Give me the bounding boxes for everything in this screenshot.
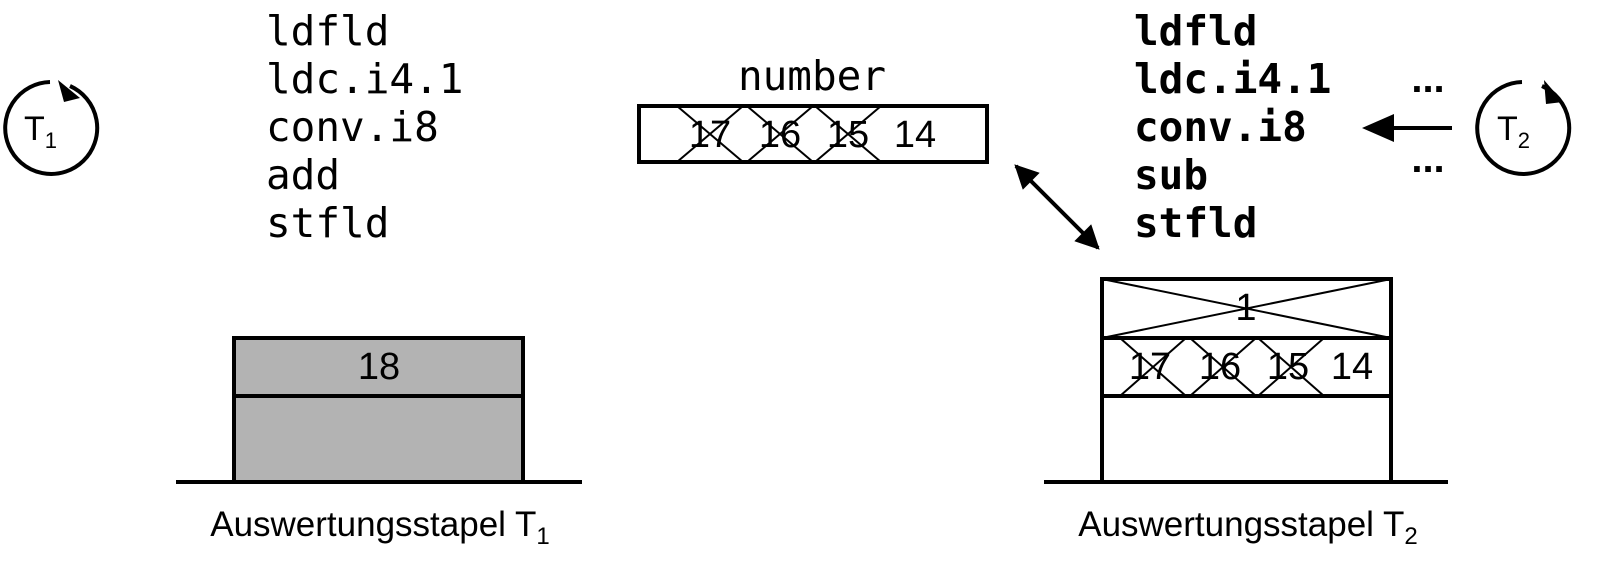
cross-line <box>676 105 744 163</box>
number-field-crosses <box>676 105 882 163</box>
cross-line <box>1189 337 1257 397</box>
cross-line <box>746 105 814 163</box>
stack-t2-value: 16 <box>1199 346 1241 388</box>
thread1-code-line: conv.i8 <box>266 103 439 151</box>
cross-line <box>814 105 882 163</box>
thread2-indicator: T2 <box>1475 80 1572 176</box>
stack-t2-value: 15 <box>1267 346 1309 388</box>
thread1-code-line: add <box>266 151 340 199</box>
stack-t2-value: 14 <box>1331 346 1373 388</box>
thread1-code-line: stfld <box>266 199 389 247</box>
thread2-cycle-arrow-icon <box>1475 80 1572 176</box>
thread2-code-line: ldfld <box>1134 7 1257 55</box>
stack-t1-top-value: 18 <box>358 346 400 388</box>
number-value: 17 <box>689 114 731 156</box>
number-field: number 17 16 15 14 <box>637 52 989 164</box>
cross-line <box>1101 278 1392 339</box>
thread2-code-line: sub <box>1134 151 1208 199</box>
stack-t2-top-value: 1 <box>1235 287 1256 329</box>
thread1-code-line: ldc.i4.1 <box>266 55 463 103</box>
cross-line <box>1119 337 1187 397</box>
number-field-box <box>637 104 989 164</box>
stack-t2-value: 17 <box>1129 346 1171 388</box>
number-value: 16 <box>759 114 801 156</box>
number-value: 14 <box>894 114 936 156</box>
thread2-code-line: stfld <box>1134 199 1257 247</box>
thread1-label: T1 <box>24 110 57 153</box>
thread1-indicator: T1 <box>3 80 100 176</box>
thread1-cycle-arrow-icon <box>3 80 100 176</box>
double-arrow-icon <box>1014 164 1100 250</box>
stack-t1-body <box>232 336 525 484</box>
pointer-arrow-icon <box>1362 114 1394 142</box>
number-value: 15 <box>827 114 869 156</box>
thread2-code-line: ldc.i4.1 <box>1134 55 1331 103</box>
thread2-code-line: conv.i8 <box>1134 103 1307 151</box>
stack-t1-caption: Auswertungsstapel T1 <box>210 505 550 550</box>
thread1-arrowhead-icon <box>58 80 80 102</box>
number-field-title: number <box>738 52 886 100</box>
cross-line <box>1257 337 1325 397</box>
stack-t2-caption: Auswertungsstapel T2 <box>1078 505 1418 550</box>
thread1-code-line: ldfld <box>266 7 389 55</box>
ellipsis-bottom: ... <box>1411 137 1444 181</box>
thread2-code: ldfld ldc.i4.1 conv.i8 sub stfld <box>1134 7 1331 247</box>
ellipsis-top: ... <box>1411 57 1444 101</box>
thread1-code: ldfld ldc.i4.1 conv.i8 add stfld <box>266 7 463 247</box>
thread2-label: T2 <box>1497 110 1530 153</box>
stack-t2: 1 17 16 15 14 Auswertungsstapel T2 <box>1044 277 1448 550</box>
stack-t2-body <box>1100 277 1393 484</box>
stack-t1: 18 Auswertungsstapel T1 <box>176 336 582 550</box>
thread2-arrowhead-icon <box>1544 80 1563 104</box>
